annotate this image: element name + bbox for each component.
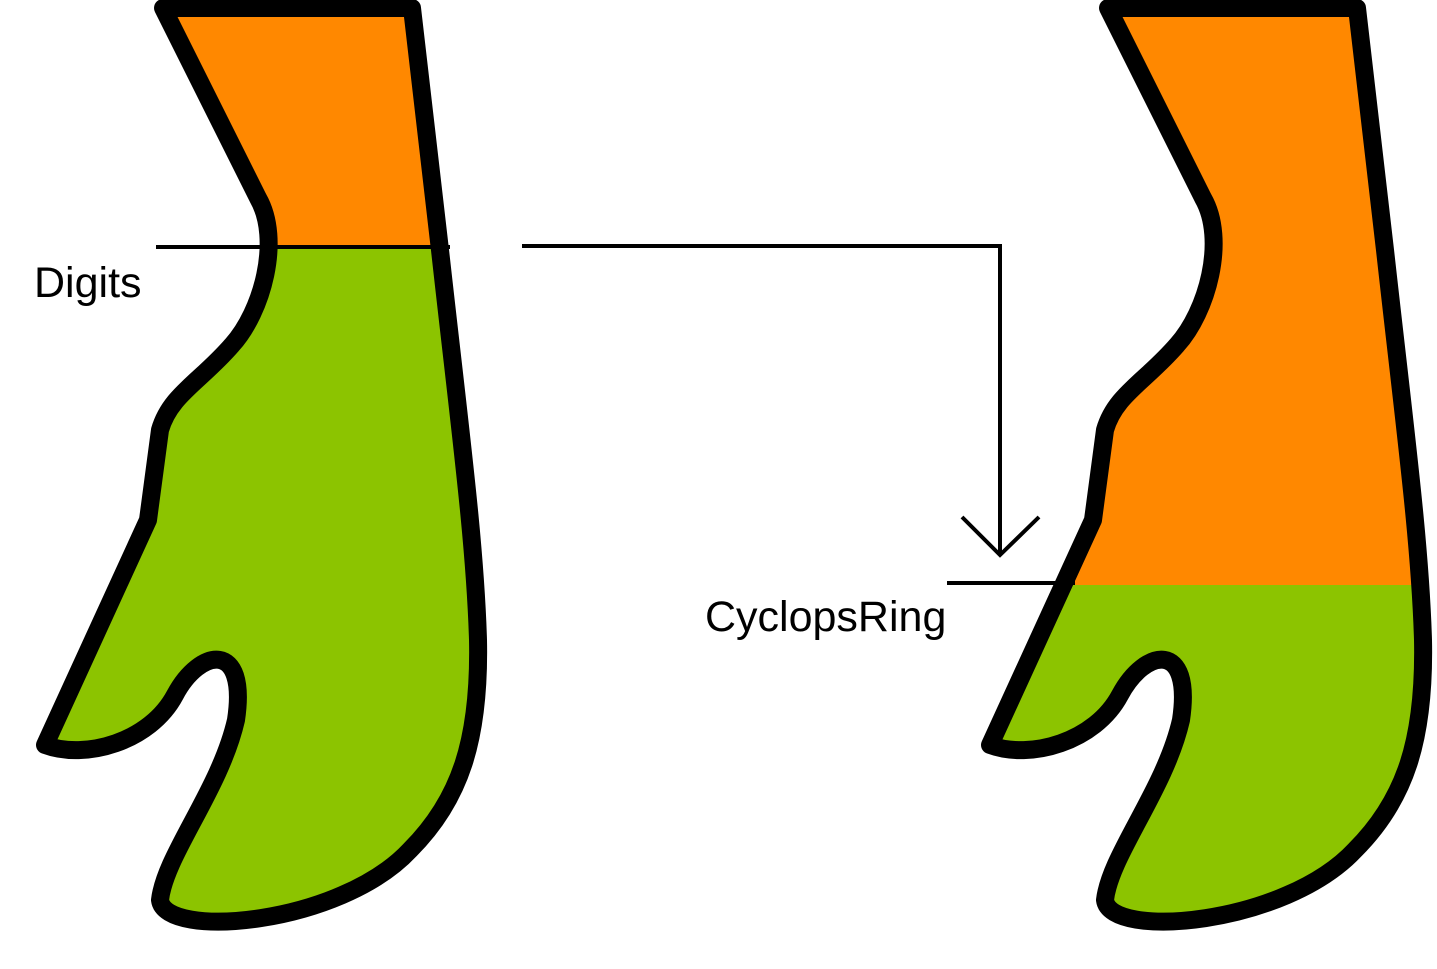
cyclopsring-label: CyclopsRing <box>705 596 946 639</box>
left-limb <box>45 8 478 922</box>
right-limb-paint <box>990 8 1423 922</box>
connector-arrow-line <box>522 246 1000 553</box>
digits-label: Digits <box>34 262 142 305</box>
